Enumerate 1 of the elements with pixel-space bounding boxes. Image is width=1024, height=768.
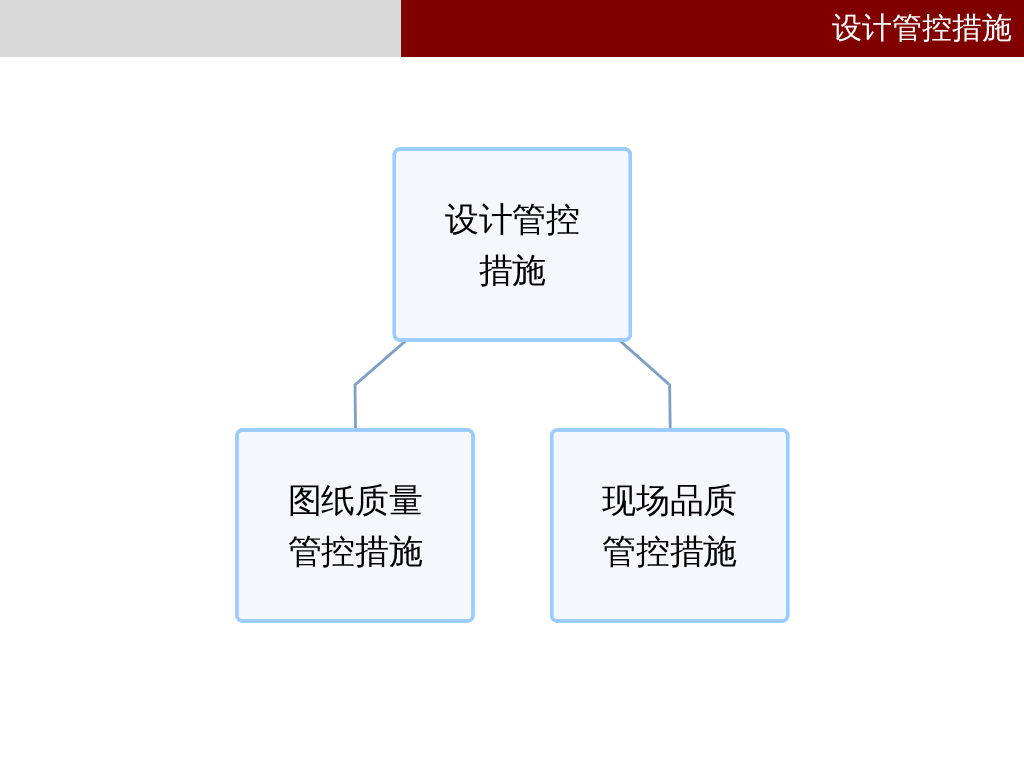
title: 设计管控措施 [832,9,1012,47]
